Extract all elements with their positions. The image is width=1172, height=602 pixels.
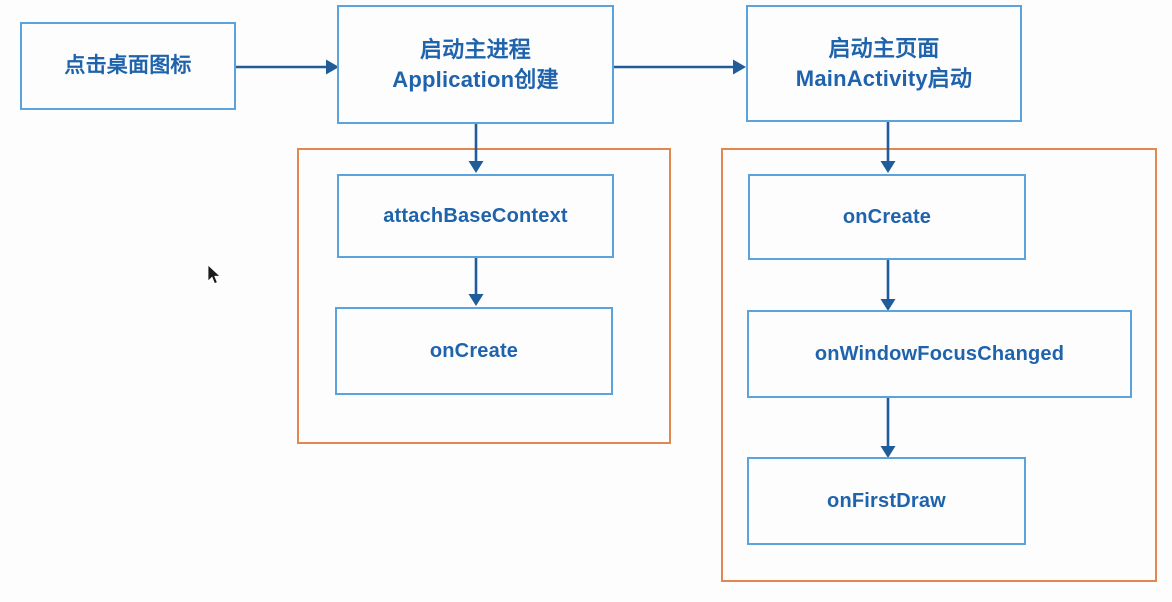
arrow-start-main-process-to-attach-base-context: [465, 124, 487, 174]
application-lifecycle-group: [297, 148, 671, 444]
node-activity-on-create[interactable]: onCreate: [748, 174, 1026, 260]
arrow-on-create-to-on-window-focus-changed: [877, 260, 899, 312]
arrow-attach-base-context-to-on-create: [465, 257, 487, 307]
node-start-main-page-line1: 启动主页面: [828, 35, 940, 61]
node-start-main-page[interactable]: 启动主页面 MainActivity启动: [746, 5, 1022, 122]
arrow-click-icon-to-start-main-process: [236, 56, 340, 78]
node-start-main-page-line2: MainActivity启动: [795, 65, 973, 91]
node-click-desktop-icon[interactable]: 点击桌面图标: [20, 22, 236, 110]
activity-lifecycle-group: [721, 148, 1157, 582]
node-activity-on-create-label: onCreate: [842, 205, 932, 228]
node-start-main-process-line2: Application创建: [392, 66, 559, 92]
arrow-start-main-process-to-start-main-page: [614, 56, 748, 78]
node-attach-base-context[interactable]: attachBaseContext: [337, 174, 614, 258]
mouse-cursor: [207, 264, 222, 285]
node-start-main-process[interactable]: 启动主进程 Application创建: [337, 5, 614, 124]
node-attach-base-context-label: attachBaseContext: [383, 204, 568, 227]
node-on-window-focus-changed-label: onWindowFocusChanged: [814, 342, 1065, 365]
node-on-first-draw[interactable]: onFirstDraw: [747, 457, 1026, 545]
node-application-on-create-label: onCreate: [429, 339, 519, 362]
node-click-desktop-icon-label: 点击桌面图标: [64, 53, 192, 77]
arrow-on-window-focus-changed-to-on-first-draw: [877, 398, 899, 459]
node-on-window-focus-changed[interactable]: onWindowFocusChanged: [747, 310, 1132, 398]
arrow-start-main-page-to-on-create: [877, 122, 899, 174]
node-start-main-process-line1: 启动主进程: [419, 36, 531, 62]
node-on-first-draw-label: onFirstDraw: [827, 489, 946, 512]
node-application-on-create[interactable]: onCreate: [335, 307, 613, 395]
